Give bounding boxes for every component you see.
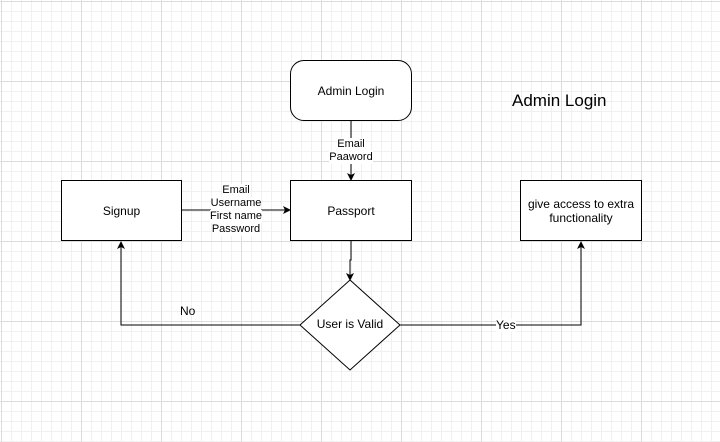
edge-label-signup-to-passport: Email Username First name Password <box>201 184 271 236</box>
edge-label-email: Email <box>222 184 250 197</box>
edge-no <box>117 241 300 326</box>
decision-label: User is Valid <box>316 317 384 331</box>
admin-login-node: Admin Login <box>290 60 412 121</box>
admin-login-label: Admin Login <box>317 83 385 98</box>
diagram-title: Admin Login <box>512 91 607 110</box>
decision-diamond <box>299 279 401 371</box>
signup-label: Signup <box>102 203 141 218</box>
give-access-node: give access to extra functionality <box>520 180 642 241</box>
edge-yes <box>400 241 585 326</box>
edge-label-email: Email <box>337 138 365 151</box>
passport-node: Passport <box>290 180 412 241</box>
edge-label-yes: Yes <box>496 318 516 332</box>
edge-label-username: Username <box>210 197 262 210</box>
edge-label-password: Password <box>211 223 261 236</box>
passport-label: Passport <box>327 203 375 218</box>
edge-label-first-name: First name <box>210 210 262 223</box>
edge-passport-to-decision <box>346 241 354 281</box>
edge-label-password: Paaword <box>329 151 373 164</box>
edge-label-no: No <box>180 304 196 318</box>
give-access-label: give access to extra functionality <box>527 196 635 225</box>
edge-label-admin-to-passport: Email Paaword <box>321 138 381 164</box>
signup-node: Signup <box>61 180 182 241</box>
